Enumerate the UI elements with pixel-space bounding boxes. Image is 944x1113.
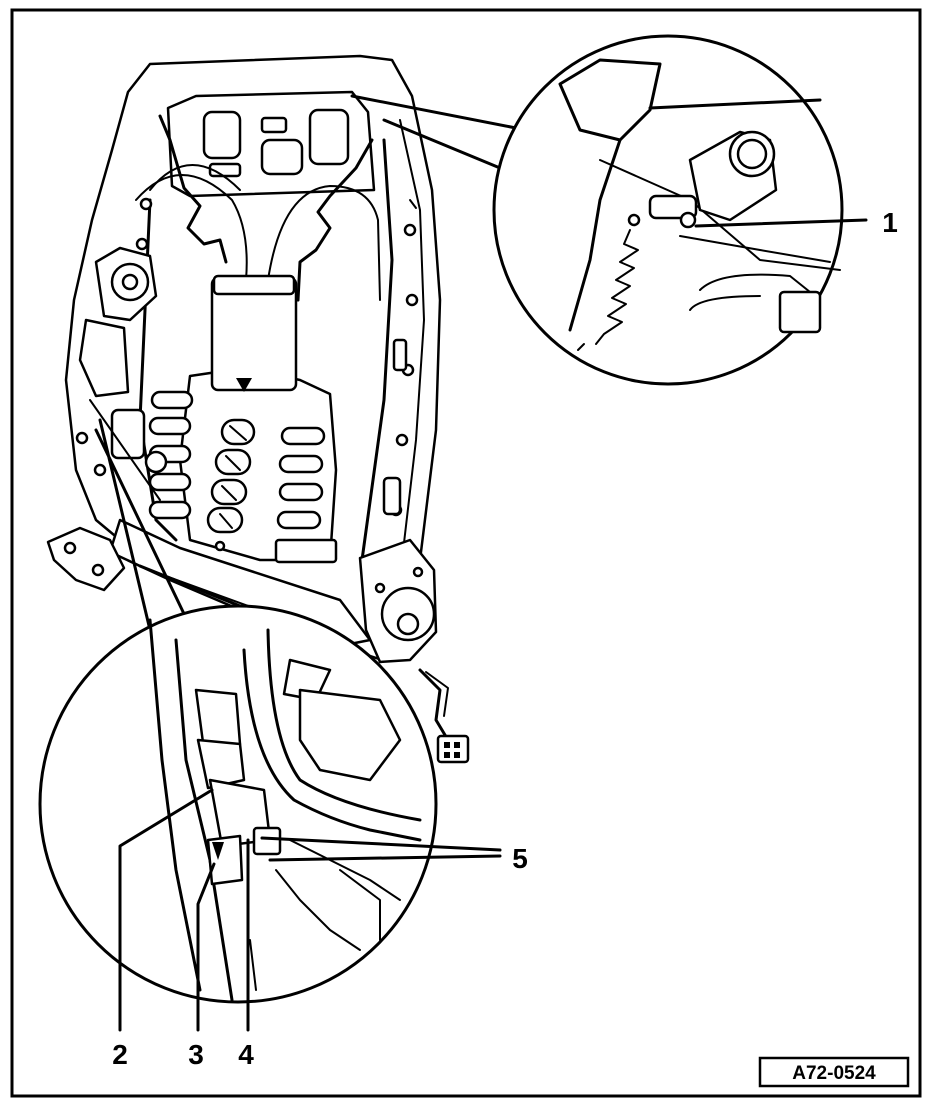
figure-frame	[10, 8, 922, 1098]
callout-4-label: 4	[238, 1039, 254, 1070]
figure-reference-box: A72-0524	[758, 1056, 910, 1088]
lumbar-support-plate	[148, 274, 338, 564]
detail-leader-top	[350, 94, 518, 170]
spring-wires	[135, 114, 381, 381]
callout-3-label: 3	[188, 1039, 204, 1070]
callout-5-leader-b	[268, 854, 502, 862]
detail-leader-bottom	[94, 418, 188, 632]
callout-1-leader	[694, 218, 868, 228]
figure-reference-code: A72-0524	[792, 1063, 876, 1084]
callout-3-leader	[196, 862, 216, 1032]
detail-circle-top	[492, 34, 868, 386]
wiring-connector	[418, 668, 470, 764]
callout-1-label: 1	[882, 207, 898, 238]
callout-2-leader	[118, 788, 214, 1032]
right-hinge-pivot	[358, 538, 438, 664]
callout-5-label: 5	[512, 843, 528, 874]
callout-2-label: 2	[112, 1039, 128, 1070]
callout-5-leader-a	[260, 836, 502, 852]
detail-circle-bottom	[38, 604, 502, 1032]
left-mount-bracket	[46, 526, 126, 592]
recliner-motor	[78, 246, 168, 501]
